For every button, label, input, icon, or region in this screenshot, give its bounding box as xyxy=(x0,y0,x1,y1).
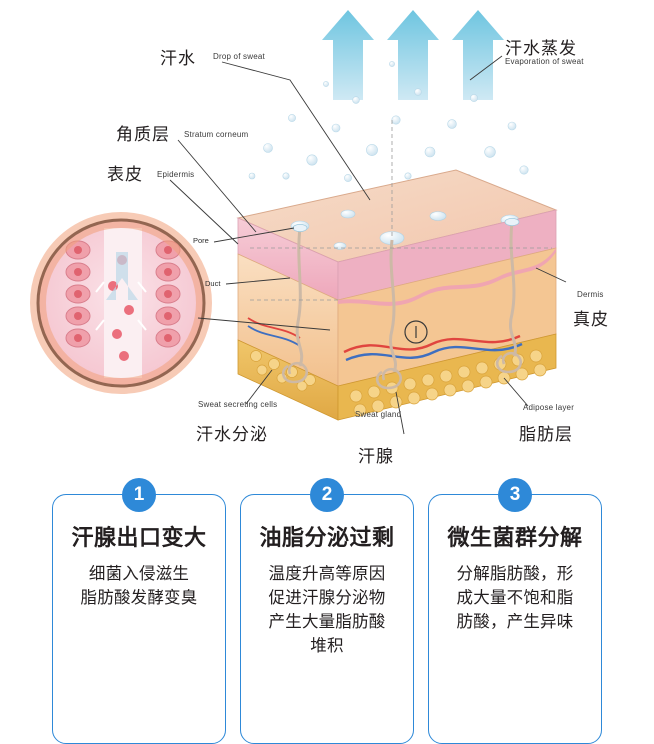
label-sweat-gland-en: Sweat gland xyxy=(355,410,402,419)
gland-zoom-marker xyxy=(404,320,428,344)
skin-anatomy-illustration: 汗水 Drop of sweat 汗水蒸发 Evaporation of swe… xyxy=(30,10,609,466)
label-dermis-cn: 真皮 xyxy=(573,310,609,329)
label-epidermis-cn: 表皮 xyxy=(107,165,143,184)
label-pore-en: Pore xyxy=(193,236,209,245)
label-sweat-cn: 汗水 xyxy=(160,49,196,68)
label-evaporation-cn: 汗水蒸发 xyxy=(505,39,577,58)
card-title: 油脂分泌过剩 xyxy=(259,525,395,550)
card-title: 微生菌群分解 xyxy=(447,525,583,550)
pore-detail xyxy=(292,217,520,232)
card-body: 温度升高等原因 促进汗腺分泌物 产生大量脂肪酸 堆积 xyxy=(268,565,386,656)
label-stratum-en: Stratum corneum xyxy=(184,130,249,139)
label-secreting-cells-cn: 汗水分泌 xyxy=(196,425,268,444)
label-secreting-cells-en: Sweat secreting cells xyxy=(198,400,278,409)
label-stratum-cn: 角质层 xyxy=(116,125,170,144)
card-body: 分解脂肪酸，形 成大量不饱和脂 肪酸，产生异味 xyxy=(456,565,574,632)
guide-lines xyxy=(250,120,552,301)
label-adipose-en: Adipose layer xyxy=(523,403,575,412)
card-number-badge: 3 xyxy=(498,478,532,512)
skin-block xyxy=(236,120,558,421)
leader-lines xyxy=(169,55,567,435)
cause-cards: 1 汗腺出口变大 细菌入侵滋生 脂肪酸发酵变臭 2 油脂分泌过剩 温度升高等原因… xyxy=(0,478,654,744)
card-number-badge: 2 xyxy=(310,478,344,512)
cause-card-3[interactable]: 3 微生菌群分解 分解脂肪酸，形 成大量不饱和脂 肪酸，产生异味 xyxy=(428,478,602,744)
label-dermis-en: Dermis xyxy=(577,290,604,299)
label-duct-en: Duct xyxy=(205,279,221,288)
evaporation-arrows xyxy=(322,10,504,100)
label-sweat-gland-cn: 汗腺 xyxy=(358,447,394,466)
label-epidermis-en: Epidermis xyxy=(157,170,195,179)
card-number-badge: 1 xyxy=(122,478,156,512)
sweat-secreting-cells-inset xyxy=(30,212,331,394)
label-adipose-cn: 脂肪层 xyxy=(519,425,573,444)
card-title: 汗腺出口变大 xyxy=(71,525,207,550)
sweat-droplets xyxy=(248,61,529,182)
cause-card-2[interactable]: 2 油脂分泌过剩 温度升高等原因 促进汗腺分泌物 产生大量脂肪酸 堆积 xyxy=(240,478,414,744)
label-evaporation-en: Evaporation of sweat xyxy=(505,57,584,66)
skin-diagram-svg xyxy=(30,10,567,435)
cause-card-1[interactable]: 1 汗腺出口变大 细菌入侵滋生 脂肪酸发酵变臭 xyxy=(52,478,226,744)
card-body: 细菌入侵滋生 脂肪酸发酵变臭 xyxy=(80,565,198,608)
label-sweat-en: Drop of sweat xyxy=(213,52,265,61)
blood-vessels xyxy=(247,317,523,362)
